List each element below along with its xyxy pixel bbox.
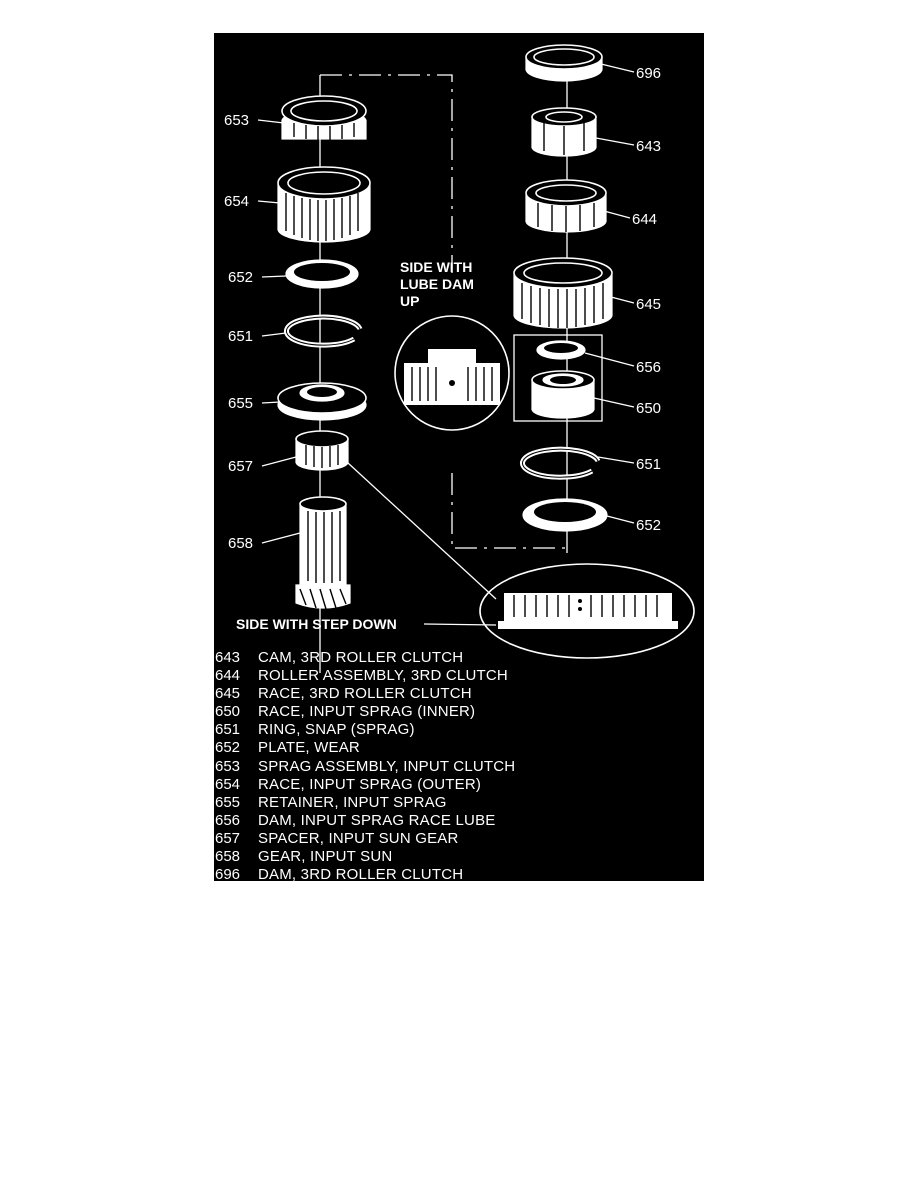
callout-leaders (257, 63, 635, 626)
part-650-inner-race (531, 370, 595, 419)
leader-657-to-detail (347, 462, 497, 600)
alignment-path-top (320, 74, 453, 273)
callout-651-right: 651 (636, 456, 661, 473)
part-651-snap-ring-right (519, 446, 601, 480)
legend-row: 657 SPACER, INPUT SUN GEAR (214, 830, 704, 848)
callout-658: 658 (228, 535, 253, 552)
part-654-outer-race (277, 166, 371, 243)
part-643-cam (531, 107, 597, 157)
legend-part-description: CAM, 3RD ROLLER CLUTCH (258, 649, 464, 666)
legend-part-number: 654 (215, 775, 241, 793)
legend-row: 644 ROLLER ASSEMBLY, 3RD CLUTCH (214, 667, 704, 685)
legend-part-description: RACE, INPUT SPRAG (INNER) (258, 703, 476, 721)
callout-652-right: 652 (636, 517, 661, 534)
legend-part-number: 644 (215, 667, 241, 685)
legend-part-number: 696 (215, 866, 241, 881)
callout-696: 696 (636, 65, 661, 82)
legend-part-description: RACE, INPUT SPRAG (OUTER) (258, 775, 482, 793)
legend-row: 645 RACE, 3RD ROLLER CLUTCH (214, 685, 704, 703)
bracket-656-650 (513, 334, 603, 422)
legend-part-number: 643 (215, 649, 241, 666)
note-lube-dam-line3: UP (400, 293, 419, 309)
legend-part-description: RETAINER, INPUT SPRAG (258, 793, 447, 811)
legend-part-description: RACE, 3RD ROLLER CLUTCH (258, 685, 472, 703)
legend-part-number: 651 (215, 721, 241, 739)
callout-656: 656 (636, 359, 661, 376)
part-652-wear-plate-right (522, 498, 608, 532)
callout-654: 654 (224, 193, 249, 210)
legend-row: 696 DAM, 3RD ROLLER CLUTCH (214, 866, 704, 881)
exploded-view-diagram: 653 654 652 651 655 657 658 696 643 644 … (214, 33, 704, 881)
legend-part-number: 645 (215, 685, 241, 703)
part-655-retainer (277, 382, 367, 421)
legend-part-description: RING, SNAP (SPRAG) (258, 721, 415, 739)
part-651-snap-ring-left (283, 314, 363, 348)
legend-row: 651 RING, SNAP (SPRAG) (214, 721, 704, 739)
note-lube-dam-line2: LUBE DAM (400, 276, 474, 292)
note-step-down: SIDE WITH STEP DOWN (236, 616, 397, 632)
legend-row: 653 SPRAG ASSEMBLY, INPUT CLUTCH (214, 758, 704, 776)
legend-part-description: SPACER, INPUT SUN GEAR (258, 829, 459, 847)
callout-655: 655 (228, 395, 253, 412)
part-656-lube-dam (536, 340, 586, 360)
legend-row: 655 RETAINER, INPUT SPRAG (214, 794, 704, 812)
callout-652-left: 652 (228, 269, 253, 286)
diagram-artwork: 653 654 652 651 655 657 658 696 643 644 … (224, 44, 695, 673)
callout-643: 643 (636, 138, 661, 155)
part-644-roller-assembly (525, 179, 607, 233)
legend-row: 658 GEAR, INPUT SUN (214, 848, 704, 866)
part-653-sprag-assembly (281, 95, 367, 140)
callout-651-left: 651 (228, 328, 253, 345)
legend-part-number: 656 (215, 811, 241, 829)
legend-row: 650 RACE, INPUT SPRAG (INNER) (214, 703, 704, 721)
legend-part-number: 650 (215, 703, 241, 721)
legend-part-number: 658 (215, 848, 241, 866)
part-652-wear-plate-left (285, 259, 359, 289)
callout-644: 644 (632, 211, 657, 228)
callout-650: 650 (636, 400, 661, 417)
legend-row: 652 PLATE, WEAR (214, 739, 704, 757)
part-645-race (513, 257, 613, 329)
note-lube-dam-line1: SIDE WITH (400, 259, 472, 275)
detail-step-down (479, 563, 695, 659)
detail-lube-dam-up (394, 315, 510, 431)
legend-row: 656 DAM, INPUT SPRAG RACE LUBE (214, 812, 704, 830)
legend-row: 643 CAM, 3RD ROLLER CLUTCH (214, 649, 704, 667)
legend-row: 654 RACE, INPUT SPRAG (OUTER) (214, 776, 704, 794)
part-658-sun-gear (295, 496, 351, 610)
part-657-spacer (295, 430, 349, 471)
callout-653: 653 (224, 112, 249, 129)
legend-part-description: ROLLER ASSEMBLY, 3RD CLUTCH (258, 667, 508, 685)
legend-part-description: GEAR, INPUT SUN (258, 848, 393, 866)
legend-part-description: PLATE, WEAR (258, 739, 360, 757)
legend-part-description: DAM, INPUT SPRAG RACE LUBE (258, 811, 496, 829)
parts-legend: 643 CAM, 3RD ROLLER CLUTCH 644 ROLLER ASSEM… (214, 649, 704, 881)
part-696-dam (525, 44, 603, 82)
legend-part-number: 655 (215, 793, 241, 811)
callout-657: 657 (228, 458, 253, 475)
legend-part-number: 657 (215, 829, 241, 847)
callout-645: 645 (636, 296, 661, 313)
legend-part-description: DAM, 3RD ROLLER CLUTCH (258, 866, 464, 881)
legend-part-number: 652 (215, 739, 241, 757)
legend-part-description: SPRAG ASSEMBLY, INPUT CLUTCH (258, 757, 516, 775)
legend-part-number: 653 (215, 757, 241, 775)
